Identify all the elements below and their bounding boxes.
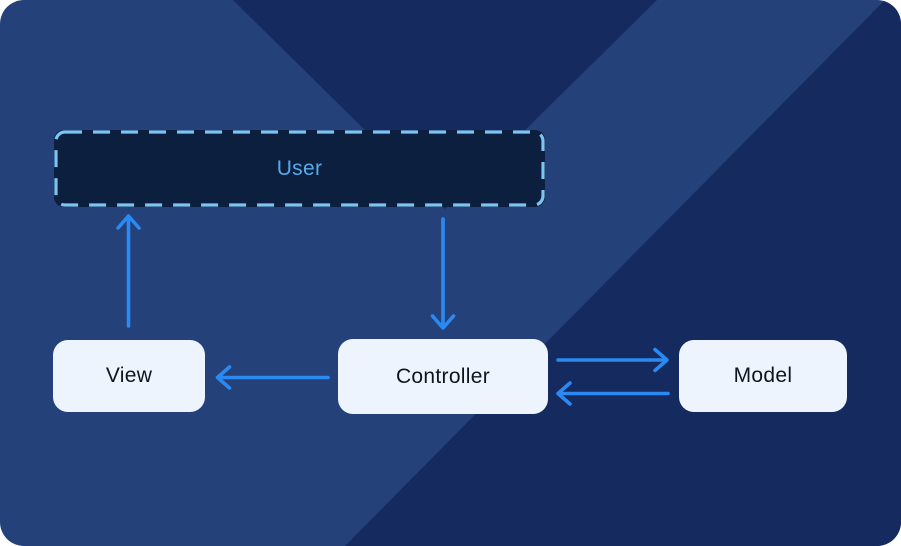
- node-model: Model: [679, 340, 847, 412]
- node-user: User: [54, 130, 545, 207]
- node-user-label: User: [276, 156, 323, 180]
- node-model-label: Model: [733, 364, 793, 387]
- arrow-controller-to-view: [215, 365, 330, 390]
- node-controller: Controller: [338, 339, 548, 414]
- node-controller-label: Controller: [395, 364, 491, 388]
- arrow-user-to-controller: [430, 217, 456, 330]
- node-view: View: [53, 340, 205, 412]
- arrow-view-to-user: [116, 214, 141, 328]
- user-dashed-border: [54, 130, 545, 207]
- node-view-label: View: [105, 364, 153, 387]
